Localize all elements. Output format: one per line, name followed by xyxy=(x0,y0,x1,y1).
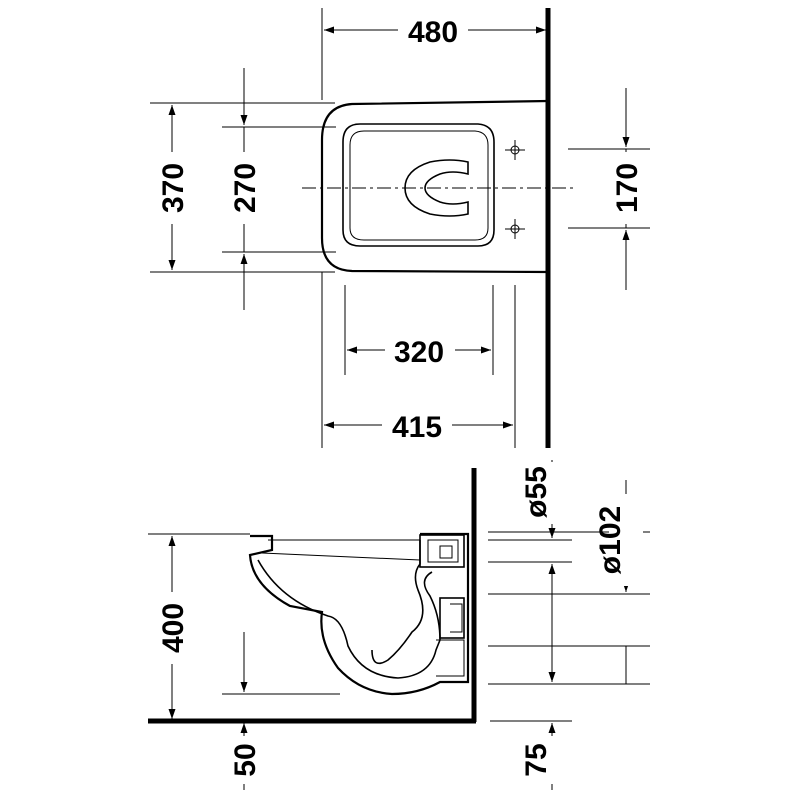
dim-label-50: 50 xyxy=(229,743,262,776)
outlet-connector xyxy=(439,597,465,639)
flush-outlet-shape xyxy=(404,159,469,217)
dim-label-75: 75 xyxy=(520,743,553,776)
side-view: 400 50 ø55 ø102 75 xyxy=(148,460,650,790)
dim-label-d102: ø102 xyxy=(594,506,627,574)
inlet-connector xyxy=(419,534,465,568)
fixing-point-top-icon xyxy=(505,140,525,160)
trap-inner-curve xyxy=(257,559,441,679)
dim-label-370: 370 xyxy=(157,163,190,213)
dim-label-d55: ø55 xyxy=(520,466,553,518)
dim-label-320: 320 xyxy=(394,336,444,369)
dim-label-270: 270 xyxy=(229,163,262,213)
dim-label-415: 415 xyxy=(392,411,442,444)
bowl-inner-rim xyxy=(349,130,489,241)
dim-label-480: 480 xyxy=(408,16,458,49)
bowl-outer-outline xyxy=(320,99,549,274)
bowl-rim-line-2 xyxy=(261,552,421,561)
dim-label-170: 170 xyxy=(611,163,644,213)
dim-label-400: 400 xyxy=(157,603,190,653)
bowl-inner-outline xyxy=(342,123,495,247)
fixing-point-bottom-icon xyxy=(505,219,525,239)
trap-outer-curve xyxy=(371,540,424,665)
plan-view: 480 370 270 170 320 415 xyxy=(150,8,650,448)
bowl-side-outline xyxy=(248,532,470,696)
